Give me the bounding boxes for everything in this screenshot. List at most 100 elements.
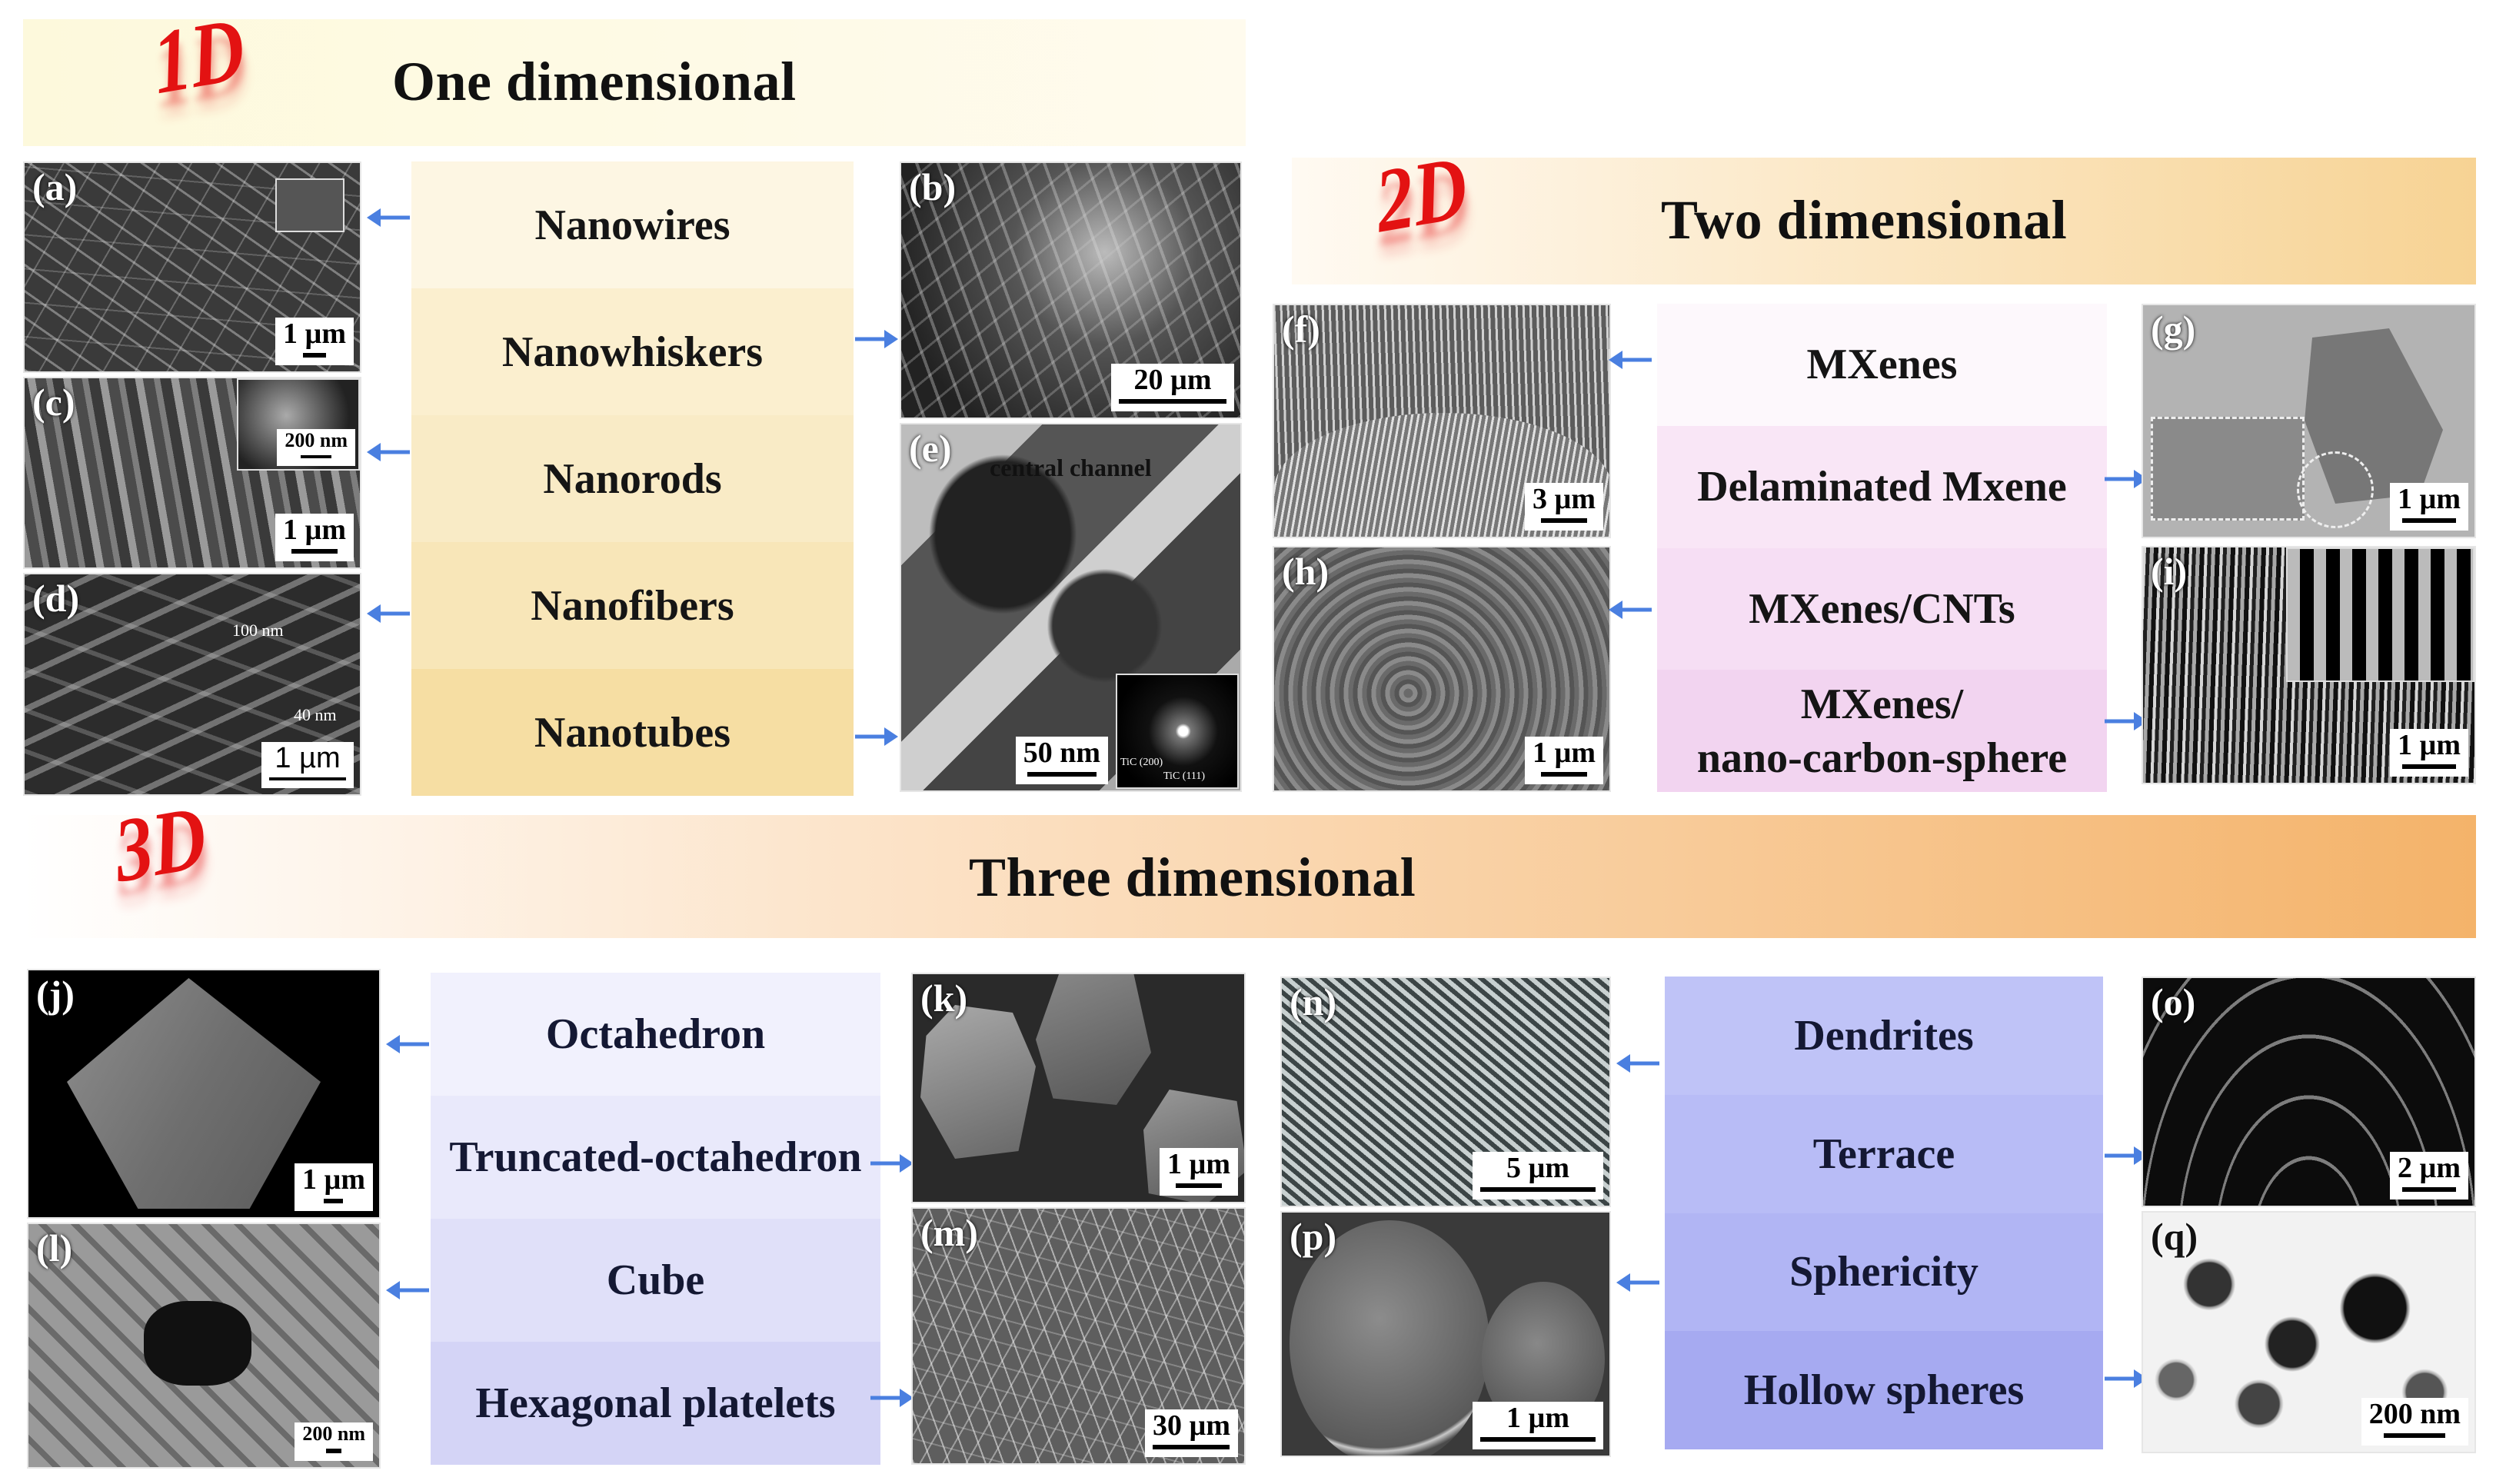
label-mxenes-nano-carbon-sphere-line1: MXenes/ xyxy=(1800,680,1964,728)
panel-m-hexagonal-platelets-sem: (m) 30 µm xyxy=(911,1207,1246,1465)
panel-label-j: (j) xyxy=(36,973,75,1016)
scale-bar-o: 2 µm xyxy=(2389,1152,2468,1200)
panel-label-d: (d) xyxy=(32,577,80,620)
inset-label-tic-111: TiC (111) xyxy=(1163,770,1206,782)
cube-gap-dark xyxy=(144,1301,251,1386)
panel-label-f: (f) xyxy=(1282,308,1320,351)
panel-label-e: (e) xyxy=(909,427,952,470)
panel-j-octahedron-sem: (j) 1 µm xyxy=(27,969,381,1219)
arrow-right-icon-hexagonal-platelets xyxy=(869,1384,915,1412)
panel-k-truncated-octahedron-sem: (k) 1 µm xyxy=(911,973,1246,1203)
label-mxenes-nano-carbon-sphere: MXenes/ nano-carbon-sphere xyxy=(1657,670,2107,792)
panel-l-cube-sem: (l) 200 nm xyxy=(27,1223,381,1469)
label-cube: Cube xyxy=(431,1219,880,1342)
label-nanofibers: Nanofibers xyxy=(411,542,854,669)
scale-bar-h: 1 µm xyxy=(1524,737,1603,784)
panel-d-nanofibers-sem: (d) 100 nm 40 nm 1 µm xyxy=(23,573,361,796)
scale-bar-a: 1 µm xyxy=(275,318,354,365)
scale-bar-e: 50 nm xyxy=(1015,737,1108,784)
annotation-100nm: 100 nm xyxy=(232,621,284,640)
sphere-large xyxy=(1290,1220,1489,1456)
scale-bar-m: 30 µm xyxy=(1144,1409,1238,1457)
scale-bar-j: 1 µm xyxy=(294,1163,373,1211)
header-one-dimensional: 1D One dimensional xyxy=(23,0,1246,146)
section-title-1d: One dimensional xyxy=(392,51,797,112)
arrow-left-icon-nanowires xyxy=(365,204,411,231)
scale-bar-q: 200 nm xyxy=(2361,1398,2468,1446)
scale-bar-c: 1 µm xyxy=(275,514,354,561)
inset-label-tic-200: TiC (200) xyxy=(1120,757,1163,768)
header-three-dimensional: 3D Three dimensional xyxy=(23,787,2476,938)
label-nanowires: Nanowires xyxy=(411,161,854,288)
section-title-3d: Three dimensional xyxy=(969,847,1416,908)
arrow-right-icon-terrace xyxy=(2103,1142,2149,1170)
panel-label-i: (i) xyxy=(2151,550,2188,593)
arrow-right-icon-hollow-spheres xyxy=(2103,1365,2149,1392)
inset-a xyxy=(275,178,344,232)
label-hexagonal-platelets: Hexagonal platelets xyxy=(431,1342,880,1465)
header-two-dimensional: 2D Two dimensional xyxy=(1292,137,2476,284)
panel-label-h: (h) xyxy=(1282,550,1330,593)
scale-bar-n: 5 µm xyxy=(1473,1152,1603,1200)
panel-e-nanotubes-tem: (e) central channel TiC (200) TiC (111) … xyxy=(900,423,1242,792)
scale-bar-b: 20 µm xyxy=(1111,364,1234,411)
annotation-40nm: 40 nm xyxy=(294,705,337,724)
arrow-left-icon-mxenes xyxy=(1607,346,1653,374)
panel-i-mxenes-nano-carbon-sphere-sem: (i) 1 µm xyxy=(2142,546,2476,784)
label-terrace: Terrace xyxy=(1665,1094,2103,1213)
panel-n-dendrites-sem: (n) 5 µm xyxy=(1280,977,1611,1207)
inset-i xyxy=(2286,547,2474,682)
scale-bar-g: 1 µm xyxy=(2389,483,2468,531)
panel-label-a: (a) xyxy=(32,165,78,208)
arrow-right-icon-truncated-octahedron xyxy=(869,1150,915,1177)
panel-label-k: (k) xyxy=(920,977,968,1020)
panel-p-sphericity-sem: (p) 1 µm xyxy=(1280,1211,1611,1457)
scale-bar-k: 1 µm xyxy=(1159,1148,1238,1196)
panel-label-l: (l) xyxy=(36,1226,73,1269)
scale-bar-l: 200 nm xyxy=(295,1422,373,1461)
panel-label-q: (q) xyxy=(2151,1215,2198,1258)
label-dendrites: Dendrites xyxy=(1665,977,2103,1095)
panel-label-o: (o) xyxy=(2151,980,2196,1023)
panel-label-b: (b) xyxy=(909,165,957,208)
panel-label-p: (p) xyxy=(1290,1215,1337,1258)
arrow-left-icon-mxenes-cnts xyxy=(1607,596,1653,624)
badge-2d: 2D xyxy=(1370,136,1473,252)
crystal-2 xyxy=(1036,974,1151,1105)
inset-c: 200 nm xyxy=(237,378,360,471)
panel-q-hollow-spheres-tem: (q) 200 nm xyxy=(2142,1211,2476,1453)
scale-bar-f: 3 µm xyxy=(1524,483,1603,531)
arrow-left-icon-nanofibers xyxy=(365,600,411,627)
label-mxenes: MXenes xyxy=(1657,304,2107,426)
panel-h-mxenes-cnts-sem: (h) 1 µm xyxy=(1273,546,1611,792)
arrow-left-icon-dendrites xyxy=(1615,1050,1661,1077)
annotation-central-channel: central channel xyxy=(990,454,1152,481)
section-title-2d: Two dimensional xyxy=(1661,189,2068,251)
arrow-right-icon-nanotubes xyxy=(854,723,900,750)
label-delaminated-mxene: Delaminated Mxene xyxy=(1657,425,2107,548)
label-mxenes-cnts: MXenes/CNTs xyxy=(1657,547,2107,670)
panel-a-nanowires-sem: (a) 1 µm xyxy=(23,161,361,373)
scale-bar-d: 1 µm xyxy=(261,742,354,788)
label-column-1d: Nanowires Nanowhiskers Nanorods Nanofibe… xyxy=(411,161,854,796)
label-column-3d-right: Dendrites Terrace Sphericity Hollow sphe… xyxy=(1665,977,2103,1449)
inset-scale-bar-c: 200 nm xyxy=(277,429,355,466)
scale-bar-p: 1 µm xyxy=(1473,1402,1603,1449)
label-column-3d-left: Octahedron Truncated-octahedron Cube Hex… xyxy=(431,973,880,1465)
panel-label-g: (g) xyxy=(2151,308,2196,351)
label-mxenes-nano-carbon-sphere-line2: nano-carbon-sphere xyxy=(1696,734,2068,782)
arrow-left-icon-cube xyxy=(384,1276,431,1304)
arrow-left-icon-sphericity xyxy=(1615,1269,1661,1296)
panel-o-terrace-sem: (o) 2 µm xyxy=(2142,977,2476,1207)
arrow-left-icon-nanorods xyxy=(365,438,411,466)
label-hollow-spheres: Hollow spheres xyxy=(1665,1331,2103,1449)
label-nanowhiskers: Nanowhiskers xyxy=(411,288,854,415)
label-octahedron: Octahedron xyxy=(431,973,880,1096)
label-nanotubes: Nanotubes xyxy=(411,669,854,796)
scale-bar-i: 1 µm xyxy=(2389,729,2468,777)
badge-3d: 3D xyxy=(109,786,211,902)
label-sphericity: Sphericity xyxy=(1665,1213,2103,1332)
label-nanorods: Nanorods xyxy=(411,415,854,542)
flake-dashed-circle xyxy=(2297,451,2374,528)
arrow-right-icon-nanowhiskers xyxy=(854,325,900,353)
